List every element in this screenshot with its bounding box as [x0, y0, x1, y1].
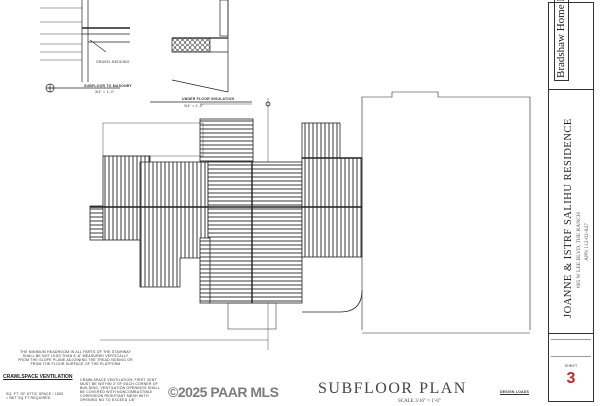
subfloor-plan: [89, 91, 531, 350]
revision-box: [551, 339, 591, 357]
crawlspace-text: SQ. FT. OF ATTIC SPACE / 1500 = NET SQ F…: [6, 392, 64, 400]
title-block: Bradshaw Home Design JOANNE & ISTRF SALI…: [548, 0, 594, 402]
detail1-title: SUBFLOOR TO MASONRY: [84, 84, 132, 88]
project-title: JOANNE & ISTRF SALIHU RESIDENCE: [563, 118, 574, 318]
project-apn: APN 112-02-047: [584, 223, 590, 261]
title-block-divider: [549, 333, 593, 334]
detail-under-floor-insulation: [150, 0, 252, 105]
crawlspace-note: CRAWLSPACE VENTILATION: FIRST VENT MUST …: [80, 378, 160, 402]
design-loads: DESIGN LOADS: [500, 390, 530, 394]
plan-scale: SCALE 3/16" = 1'-0": [398, 399, 441, 404]
detail1-scale: 3/4" = 1'-0": [95, 90, 115, 94]
sheet-label: SHEET: [564, 364, 578, 368]
watermark: ©2025 PAAR MLS: [168, 384, 279, 400]
detail1-note: GRAVEL BEDDING: [96, 60, 130, 64]
logo-panel: [549, 3, 593, 90]
headroom-note: THE MINIMUM HEADROOM IN ALL PARTS OF THE…: [18, 350, 133, 366]
detail2-scale: 3/4" = 1'-0": [184, 104, 204, 108]
plan-title: SUBFLOOR PLAN: [318, 380, 467, 397]
sheet-number: 3: [566, 370, 576, 387]
project-address: 605 W LEE BLVD, THE RANCH: [576, 212, 582, 288]
detail2-title: UNDER FLOOR INSULATION: [182, 97, 235, 101]
crawlspace-title: CRAWLSPACE VENTILATION: [3, 374, 73, 380]
company-logo: Bradshaw Home Design: [554, 0, 569, 81]
detail-subfloor-to-masonry: [40, 0, 130, 93]
drawing-canvas: [40, 0, 531, 350]
